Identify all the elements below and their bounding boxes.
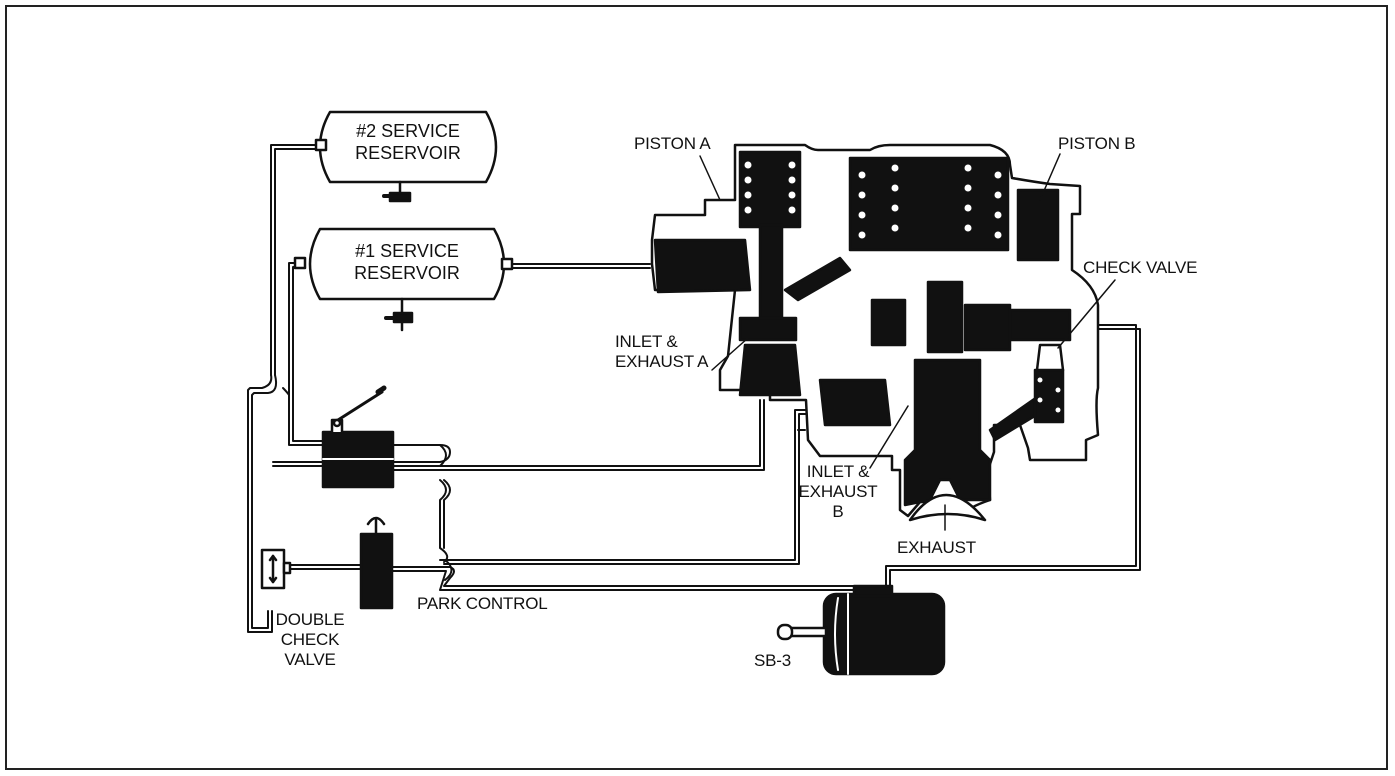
double-check-valve-label: DOUBLE CHECK VALVE [270,610,350,670]
reservoir-2-label-line2: RESERVOIR [355,143,461,163]
inlet-exhaust-b-label: INLET & EXHAUST B [798,462,878,522]
inlet-exhaust-a-label: INLET & EXHAUST A [615,332,709,372]
park-control-label: PARK CONTROL [417,594,548,613]
piston-a-label: PISTON A [634,134,711,153]
inlet-exhaust-b-line3: B [832,502,844,521]
double-check-line3: VALVE [284,650,336,669]
check-valve-label: CHECK VALVE [1083,258,1198,277]
reservoir-2-label-line1: #2 SERVICE [356,121,460,141]
double-check-line1: DOUBLE [275,610,345,629]
double-check-line2: CHECK [280,630,340,649]
reservoir-1-label: #1 SERVICE RESERVOIR [322,240,492,284]
valve-springs [744,161,1061,437]
inlet-exhaust-a-line2: EXHAUST A [615,352,709,371]
reservoir-2-label: #2 SERVICE RESERVOIR [323,120,493,164]
reservoir-2-tank [314,110,498,203]
inlet-exhaust-b-line1: INLET & [806,462,870,481]
reservoir-1-tank [293,227,514,332]
dual-brake-valve-body [650,143,1100,522]
piston-b-label: PISTON B [1058,134,1136,153]
double-check-valve [260,548,292,590]
sb3-label: SB-3 [754,651,791,670]
foot-brake-valve [321,385,395,489]
leader-lines [699,153,1116,531]
exhaust-label: EXHAUST [897,538,976,557]
sb3-spring-brake [776,584,946,676]
inlet-exhaust-a-line1: INLET & [615,332,678,351]
diagram-frame [5,5,1388,770]
inlet-exhaust-b-line2: EXHAUST [798,482,878,501]
reservoir-1-label-line1: #1 SERVICE [355,241,459,261]
park-control-valve [359,516,394,610]
reservoir-1-label-line2: RESERVOIR [354,263,460,283]
